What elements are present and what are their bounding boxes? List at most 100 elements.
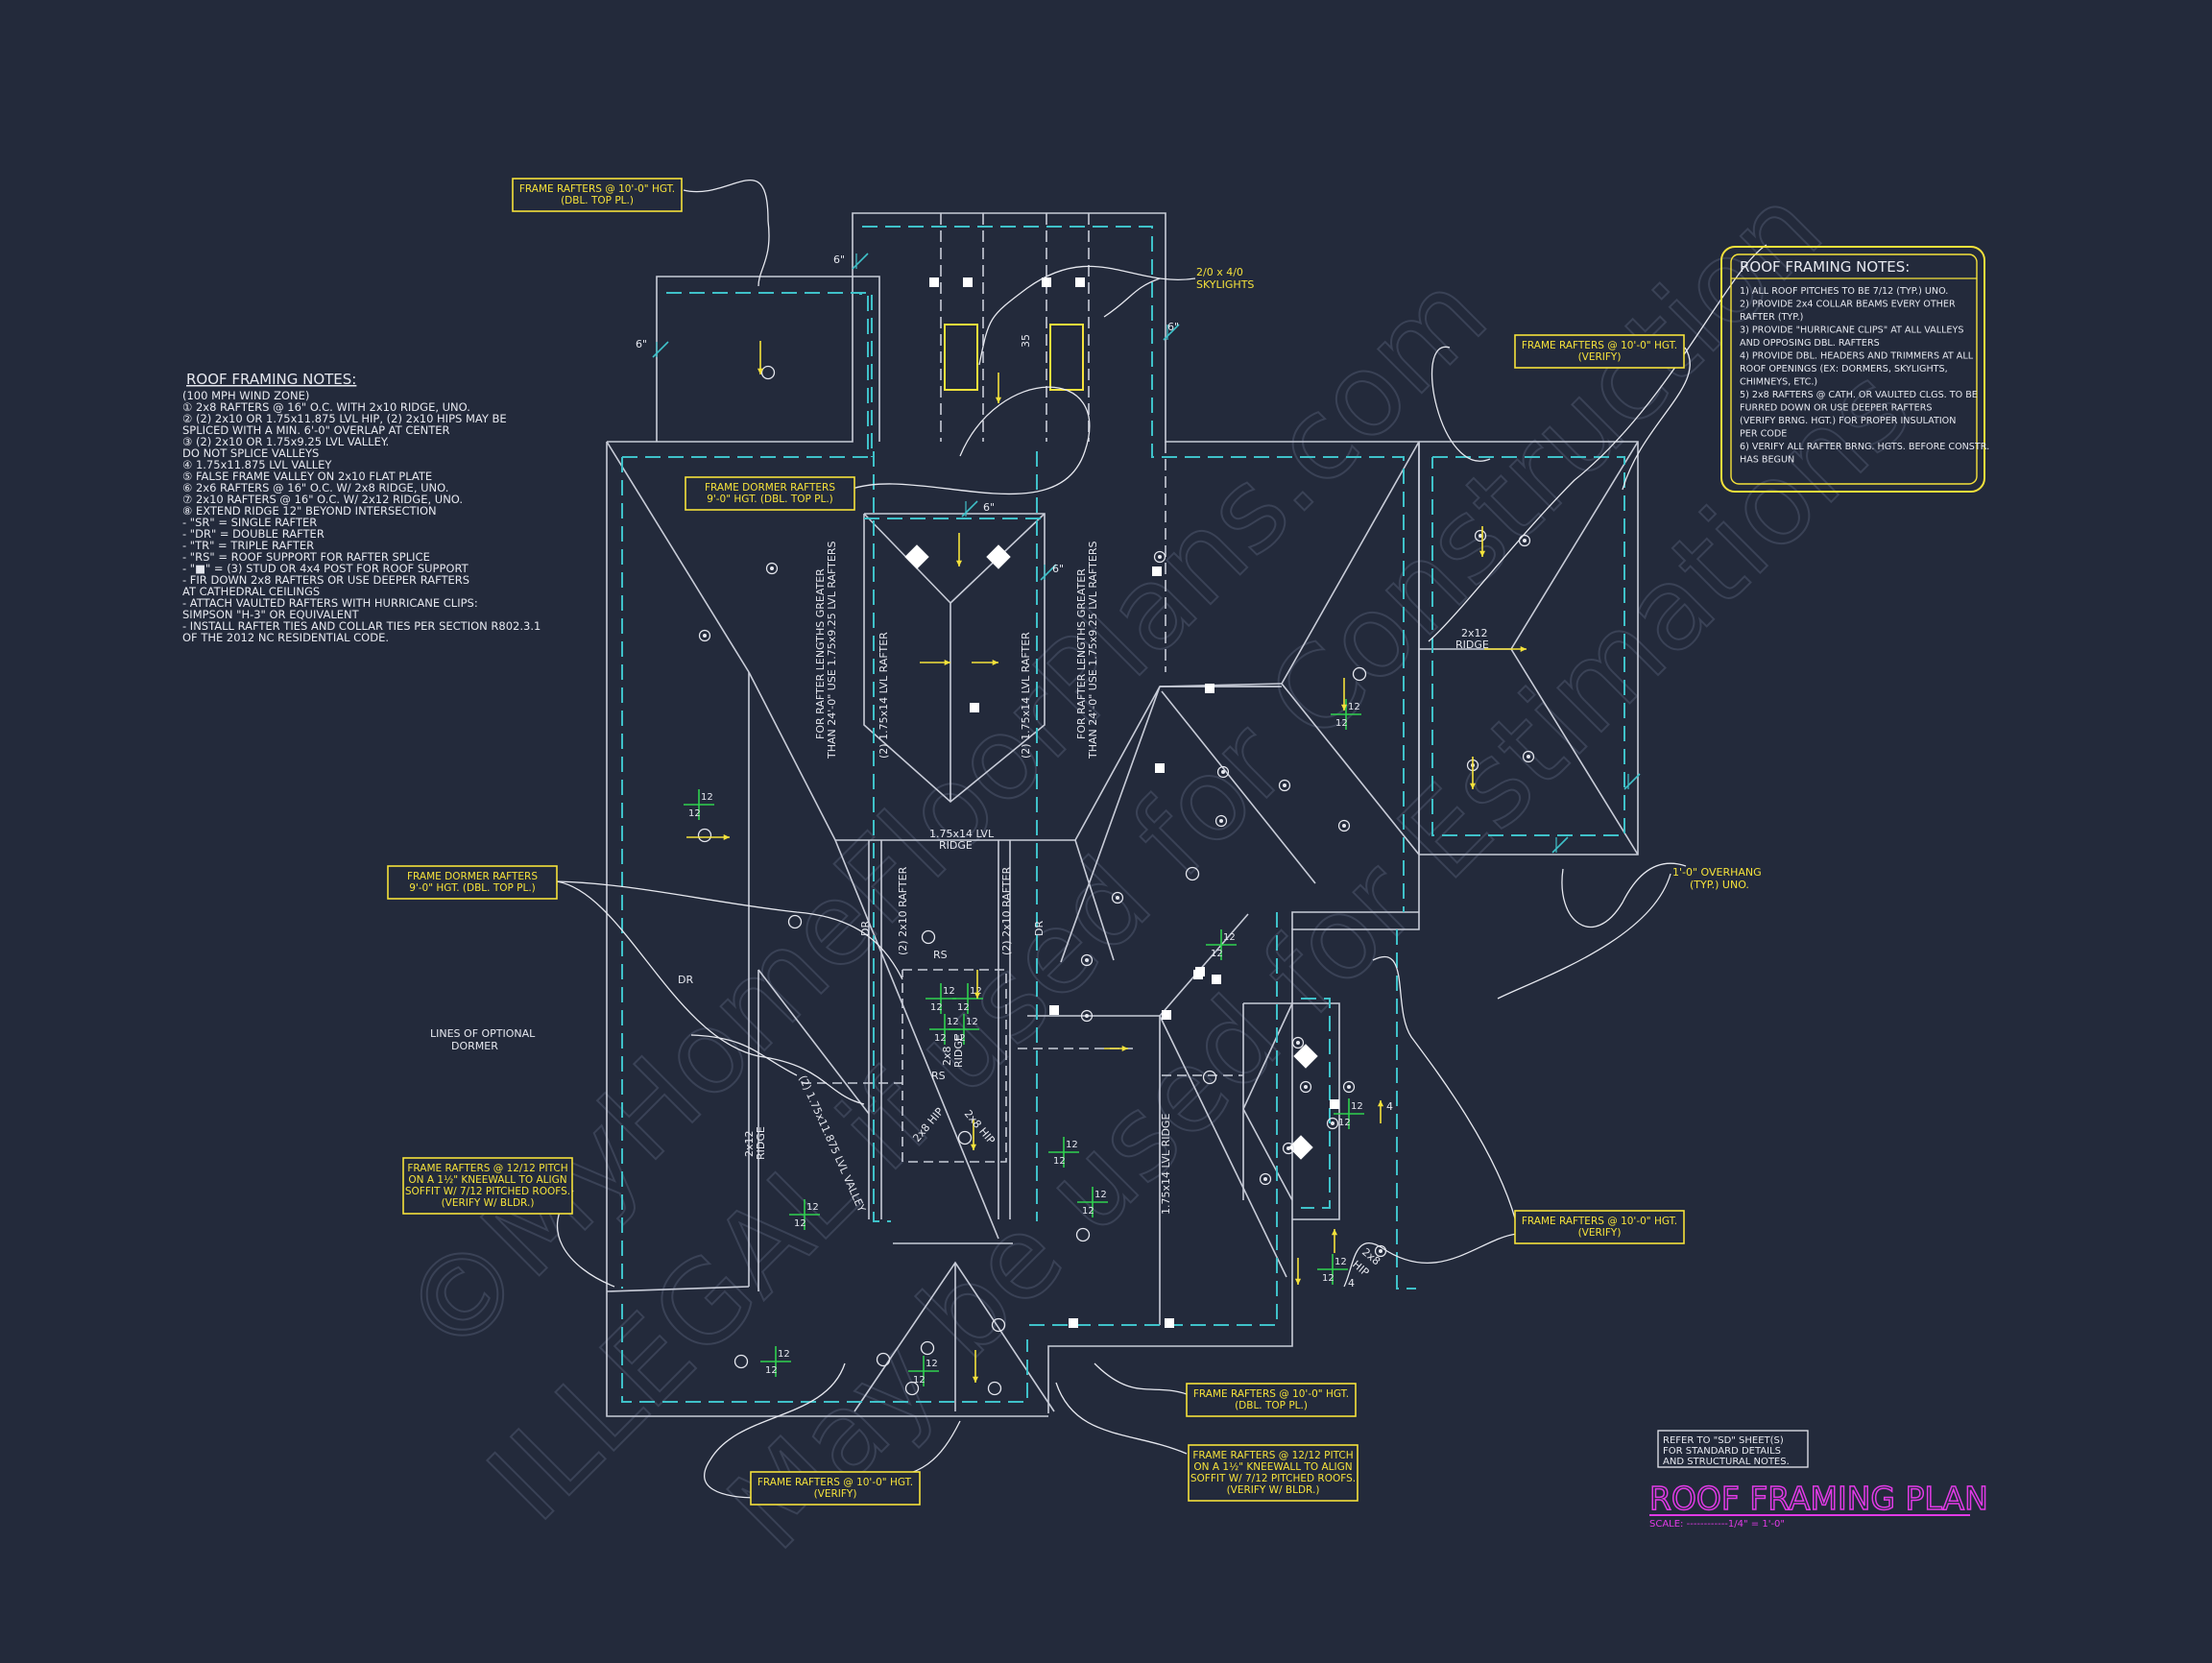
right-note-line: ROOF OPENINGS (EX: DORMERS, SKYLIGHTS, (1740, 364, 1948, 374)
rafter-2x10-right: (2) 2x10 RAFTER (1000, 866, 1013, 955)
post-marker (1162, 1010, 1171, 1020)
left-note-line: ⑦ 2x10 RAFTERS @ 16" O.C. W/ 2x12 RIDGE,… (182, 493, 463, 506)
pitch-run: 12 (1211, 949, 1223, 959)
direction-arrow (970, 1120, 977, 1150)
watermark-line-2: ILLEGAL if used for Construction (463, 161, 1846, 1545)
lvl-rafter-left: (2) 1.75x14 LVL RAFTER (878, 632, 890, 759)
right-notes-lines: 1) ALL ROOF PITCHES TO BE 7/12 (TYP.) UN… (1740, 286, 1989, 466)
left-note-line: - INSTALL RAFTER TIES AND COLLAR TIES PE… (182, 619, 541, 633)
skylights-label-2: SKYLIGHTS (1196, 278, 1254, 291)
right-notes-title: ROOF FRAMING NOTES: (1740, 258, 1910, 276)
rafter-tag (1522, 750, 1535, 763)
post-marker (929, 277, 939, 287)
right-note-line: 3) PROVIDE "HURRICANE CLIPS" AT ALL VALL… (1740, 325, 1963, 336)
callout-mid-right: FRAME RAFTERS @ 10'-0" HGT.(VERIFY) (1514, 1210, 1685, 1244)
eave-6-d: 6" (983, 501, 995, 514)
left-note-line: SIMPSON "H-3" OR EQUIVALENT (182, 608, 360, 621)
title-block: ROOF FRAMING PLAN SCALE: ------------1/4… (1648, 1479, 1988, 1530)
rafter-tag (698, 629, 711, 642)
rafter-tag (1259, 1172, 1272, 1186)
pitch-rise: 12 (1066, 1140, 1078, 1150)
post-marker (1212, 975, 1221, 984)
framing-callout-circle (1075, 1227, 1091, 1242)
pitch-rise: 12 (778, 1349, 790, 1360)
rafter-tag-dot (1283, 783, 1286, 787)
direction-arrow (757, 341, 764, 374)
leader-lines (556, 179, 1767, 1499)
rafter-tag-dot (1296, 1041, 1300, 1045)
plate-break-mark (961, 500, 978, 518)
rafter-tag-dot (1085, 958, 1089, 962)
pitch-run: 12 (1053, 1156, 1066, 1167)
direction-arrow (1340, 678, 1348, 711)
callout-text: (DBL. TOP PL.) (561, 195, 634, 206)
rafter-tag-dot (1263, 1177, 1267, 1181)
rafter-tag (1342, 1080, 1356, 1094)
framing-callout-circle (921, 929, 936, 945)
rafter-tag-dot (1116, 896, 1119, 900)
callout-text: FRAME RAFTERS @ 10'-0" HGT. (1522, 1216, 1677, 1227)
pitch-rise: 12 (943, 986, 955, 997)
rafter-tag-dot (770, 566, 774, 570)
pitch-run: 12 (930, 1002, 943, 1013)
pitch-rise: 12 (966, 1017, 978, 1027)
right-note-line: PER CODE (1740, 429, 1787, 440)
right-note-line: CHIMNEYS, ETC.) (1740, 377, 1817, 388)
rafter-tag (1080, 1009, 1094, 1023)
ridge-2x8-1: 2x8 (941, 1046, 953, 1066)
direction-arrow (920, 659, 950, 666)
framing-callout-circle (1202, 1070, 1217, 1085)
framing-callout-circle (904, 1381, 920, 1396)
post-marker (1049, 1005, 1059, 1015)
callout-text: ON A 1½" KNEEWALL TO ALIGN (1193, 1461, 1352, 1473)
post-marker (1205, 684, 1214, 693)
rafter-tag (1214, 814, 1228, 828)
callout-top-left: FRAME RAFTERS @ 10'-0" HGT.(DBL. TOP PL.… (512, 178, 683, 212)
rafter-tag-dot (1527, 755, 1530, 759)
right-framing-notes: ROOF FRAMING NOTES: 1) ALL ROOF PITCHES … (1720, 246, 1989, 493)
rafter-tag-dot (703, 634, 707, 638)
rafter-note-right-2: THAN 24'-0" USE 1.75x9.25 LVL RAFTERS (1087, 542, 1099, 759)
lvl-ridge-2: RIDGE (939, 839, 973, 852)
top-plate-dashed (621, 226, 1625, 1403)
pitch-run: 12 (765, 1365, 778, 1376)
skylights (944, 324, 1084, 391)
direction-arrow (972, 659, 998, 666)
rafter-tag (1278, 779, 1291, 792)
lvl-ridge-1: 1.75x14 LVL (929, 828, 995, 840)
left-note-line: - FIR DOWN 2x8 RAFTERS OR USE DEEPER RAF… (182, 573, 469, 587)
callout-bottom-center: FRAME RAFTERS @ 10'-0" HGT.(DBL. TOP PL.… (1186, 1383, 1357, 1417)
callout-text: FRAME RAFTERS @ 10'-0" HGT. (519, 183, 675, 195)
direction-arrow (1331, 1229, 1338, 1253)
rafter-tag (1474, 529, 1487, 542)
right-note-line: (VERIFY BRNG. HGT.) FOR PROPER INSULATIO… (1740, 416, 1956, 426)
left-notes-lines: (100 MPH WIND ZONE)① 2x8 RAFTERS @ 16" O… (182, 389, 541, 644)
post-marker (970, 703, 979, 712)
rafter-tag (1153, 550, 1166, 564)
pitch-run: 12 (957, 1002, 970, 1013)
dr-label-left: DR (678, 974, 693, 986)
roof-outline (606, 212, 1639, 1417)
callout-text: ON A 1½" KNEEWALL TO ALIGN (408, 1174, 566, 1186)
left-note-line: - "RS" = ROOF SUPPORT FOR RAFTER SPLICE (182, 550, 430, 564)
framing-callout-circle (991, 1317, 1006, 1333)
rafter-tag-dot (1331, 1121, 1334, 1125)
callout-text: FRAME DORMER RAFTERS (705, 482, 835, 494)
right-note-line: AND OPPOSING DBL. RAFTERS (1740, 338, 1880, 349)
plate-break-mark (1040, 564, 1057, 581)
overhang-label-2: (TYP.) UNO. (1690, 879, 1749, 891)
post-marker (963, 277, 973, 287)
overhang-label-1: 1'-0" OVERHANG (1672, 866, 1762, 879)
callout-bottom-left: FRAME RAFTERS @ 10'-0" HGT.(VERIFY) (750, 1471, 921, 1506)
rafter-tag-dot (1219, 819, 1223, 823)
rafter-tag-dot (1221, 770, 1225, 774)
callout-text: (VERIFY) (814, 1488, 857, 1500)
left-note-line: - "DR" = DOUBLE RAFTER (182, 527, 325, 541)
